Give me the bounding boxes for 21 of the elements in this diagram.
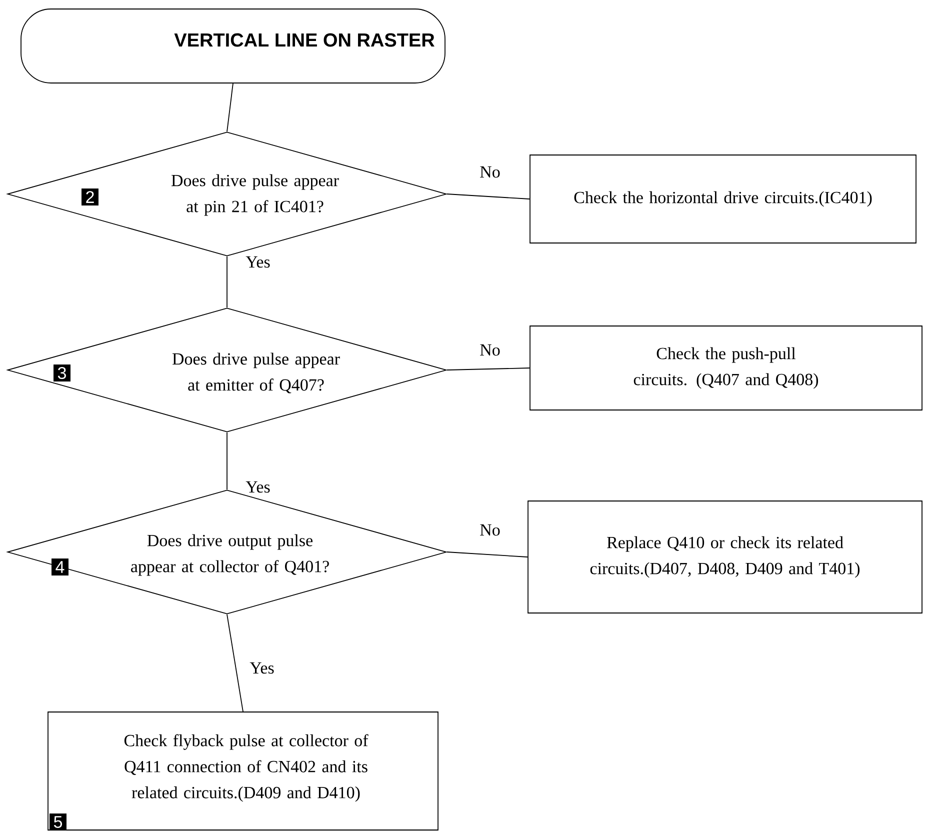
step-number: 5 bbox=[50, 814, 66, 830]
step-number: 4 bbox=[52, 558, 68, 576]
edge-label: Yes bbox=[244, 480, 272, 494]
process-box: Check the horizontal drive circuits.(IC401) bbox=[530, 154, 916, 244]
process-box: Replace Q410 or check its related circuits.(D407, D408, D409 and T401) bbox=[528, 500, 922, 614]
connector-line bbox=[226, 432, 228, 490]
terminal-box: VERTICAL LINE ON RASTER bbox=[20, 8, 446, 84]
connector-line bbox=[226, 614, 244, 712]
step-number: 3 bbox=[54, 364, 70, 382]
connector-line bbox=[446, 194, 530, 200]
process-box: Check the push-pull circuits. (Q407 and Q408) bbox=[530, 326, 922, 410]
step-number: 2 bbox=[82, 188, 98, 206]
edge-label: No bbox=[478, 343, 502, 357]
connector-line bbox=[226, 256, 228, 308]
edge-label: No bbox=[478, 523, 502, 537]
edge-label: Yes bbox=[248, 661, 276, 675]
edge-label: No bbox=[478, 165, 502, 179]
edge-label: Yes bbox=[244, 255, 272, 269]
connector-line bbox=[446, 368, 530, 370]
connector-line bbox=[446, 552, 528, 558]
connector-line bbox=[226, 83, 234, 132]
